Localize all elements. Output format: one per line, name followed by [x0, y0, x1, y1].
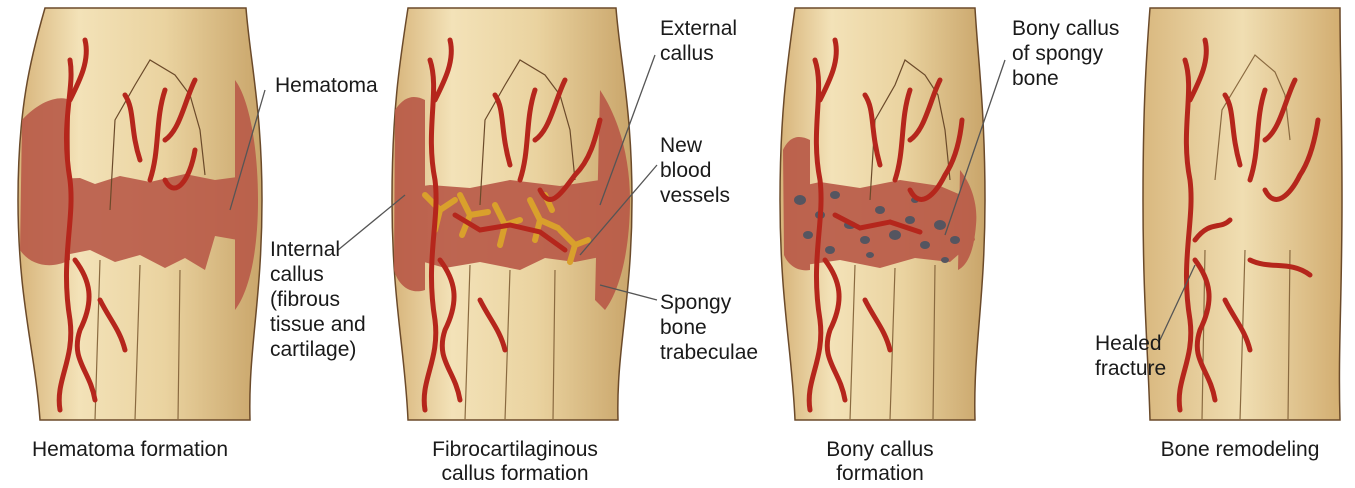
- stage-bony-callus: [780, 8, 985, 420]
- label-hematoma: Hematoma: [275, 73, 378, 98]
- caption-fibrocartilaginous: Fibrocartilaginous callus formation: [400, 438, 630, 486]
- caption-hematoma-formation: Hematoma formation: [0, 438, 260, 462]
- label-spongy-bone-trabeculae: Spongy bone trabeculae: [660, 290, 758, 365]
- label-bony-callus: Bony callus of spongy bone: [1012, 16, 1119, 91]
- label-healed-fracture: Healed fracture: [1095, 331, 1166, 381]
- label-external-callus: External callus: [660, 16, 737, 66]
- caption-bony-callus: Bony callus formation: [780, 438, 980, 486]
- label-new-blood-vessels: New blood vessels: [660, 133, 730, 208]
- stage-remodeling: [1143, 8, 1342, 420]
- stage-hematoma: [18, 8, 262, 420]
- label-internal-callus: Internal callus (fibrous tissue and cart…: [270, 237, 366, 362]
- bone-shaft: [1143, 8, 1342, 420]
- caption-bone-remodeling: Bone remodeling: [1125, 438, 1355, 462]
- stage-fibrocartilaginous: [392, 8, 632, 420]
